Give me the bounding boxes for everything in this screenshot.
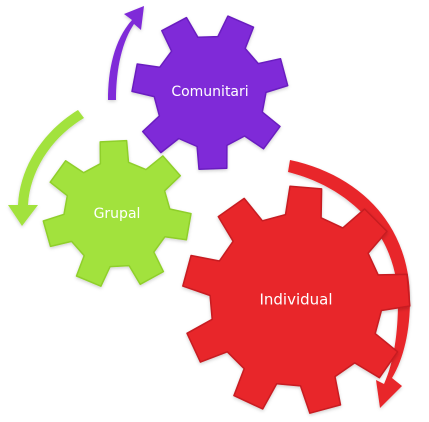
comunitari-gear-shape [131, 15, 289, 170]
gear-individual: Individual [182, 185, 411, 414]
gear-comunitari: Comunitari [131, 15, 289, 170]
comunitari-gear-label: Comunitari [171, 84, 248, 100]
individual-gear-shape [182, 185, 411, 414]
grupal-gear-shape [42, 139, 192, 287]
red-cycle-arrow [288, 160, 410, 408]
purple-cycle-arrow [108, 6, 144, 100]
individual-gear-label: Individual [259, 291, 332, 309]
grupal-gear-label: Grupal [94, 206, 141, 222]
green-cycle-arrow [8, 110, 84, 226]
gear-grupal: Grupal [42, 139, 192, 287]
